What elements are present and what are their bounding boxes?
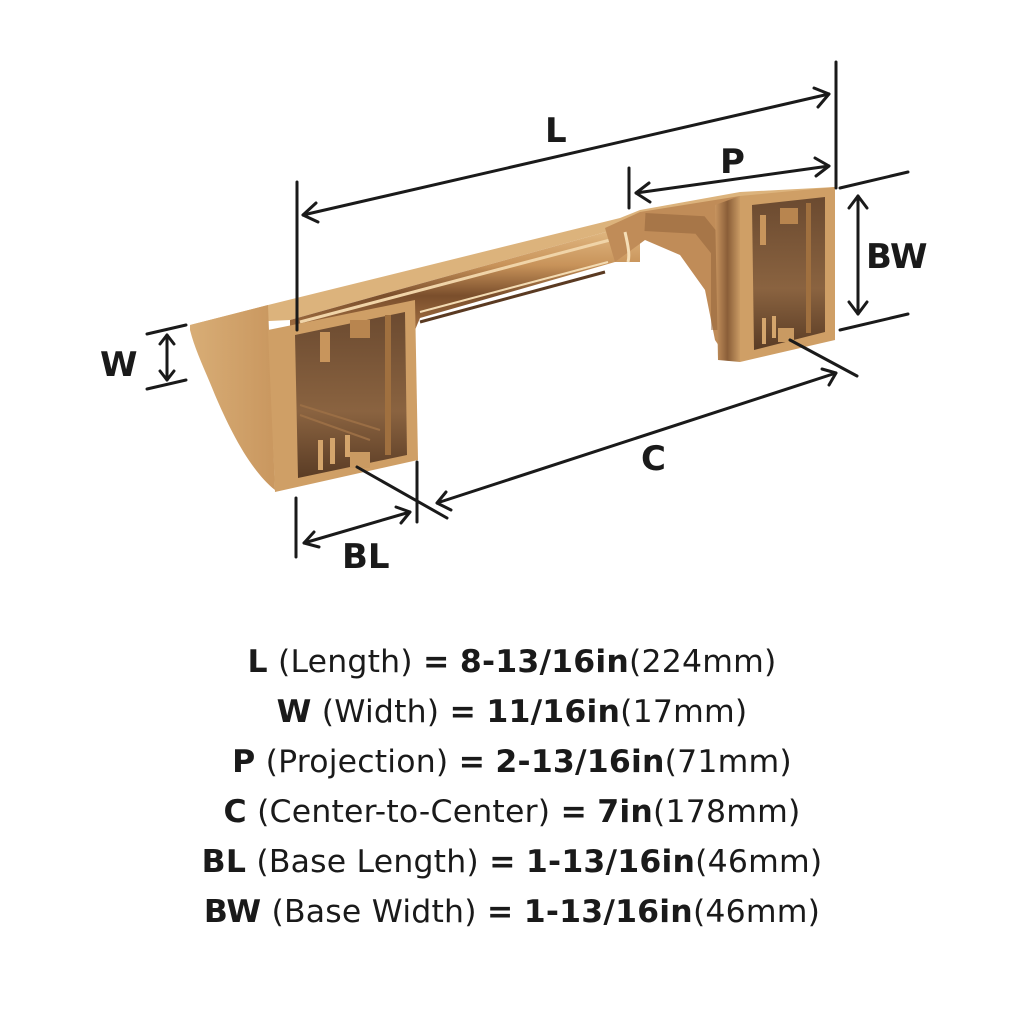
spec-equals: = (489, 844, 516, 880)
spec-center-to-center: C (Center-to-Center) = 7in(178mm) (0, 787, 1024, 837)
spec-equals: = (423, 644, 450, 680)
spec-name: (Center-to-Center) (257, 794, 551, 830)
dim-line-C (435, 371, 838, 505)
bar-right-sweep (605, 196, 745, 355)
spec-name: (Projection) (265, 744, 449, 780)
bar-top-face (190, 187, 835, 325)
spec-inches: 1-13/16in (525, 844, 696, 880)
spec-inches: 1-13/16in (523, 894, 693, 930)
label-L: L (545, 111, 567, 151)
spec-base-width: BW (Base Width) = 1-13/16in(46mm) (0, 887, 1024, 937)
spec-equals: = (486, 894, 514, 930)
spec-code: W (276, 694, 312, 730)
spec-inches: 11/16in (486, 694, 621, 730)
label-P: P (720, 142, 745, 182)
spec-inches: 2-13/16in (495, 744, 665, 780)
spec-code: BW (203, 894, 262, 930)
spec-name: (Length) (277, 644, 413, 680)
spec-mm: (71mm) (664, 744, 792, 780)
dim-line-BL (302, 510, 412, 545)
spec-equals: = (560, 794, 588, 830)
spec-mm: (17mm) (620, 694, 748, 730)
label-BW: BW (866, 237, 928, 277)
dim-line-L (301, 92, 831, 217)
spec-width: W (Width) = 11/16in(17mm) (0, 687, 1024, 737)
spec-name: (Width) (321, 694, 440, 730)
spec-inches: 7in (597, 794, 653, 830)
specifications-list: L (Length) = 8-13/16in(224mm) W (Width) … (0, 637, 1024, 937)
spec-inches: 8-13/16in (459, 644, 630, 680)
spec-length: L (Length) = 8-13/16in(224mm) (0, 637, 1024, 687)
dimension-labels: L P BW W C BL (100, 111, 928, 577)
spec-mm: (224mm) (629, 644, 777, 680)
spec-mm: (46mm) (695, 844, 823, 880)
spec-code: L (247, 644, 268, 680)
dimension-lines (145, 60, 910, 559)
spec-base-length: BL (Base Length) = 1-13/16in(46mm) (0, 837, 1024, 887)
spec-code: C (223, 794, 247, 830)
left-leg-flare (190, 305, 275, 490)
spec-name: (Base Length) (256, 844, 479, 880)
spec-code: P (232, 744, 256, 780)
spec-equals: = (449, 694, 477, 730)
label-BL: BL (342, 537, 390, 577)
product-image (190, 187, 835, 492)
dimension-diagram: L P BW W C BL (100, 60, 928, 577)
spec-mm: (178mm) (653, 794, 801, 830)
spec-projection: P (Projection) = 2-13/16in(71mm) (0, 737, 1024, 787)
dim-line-P (634, 164, 831, 195)
label-W: W (100, 345, 138, 385)
spec-code: BL (201, 844, 247, 880)
label-C: C (641, 439, 666, 479)
spec-name: (Base Width) (271, 894, 477, 930)
spec-mm: (46mm) (692, 894, 821, 930)
spec-equals: = (458, 744, 486, 780)
